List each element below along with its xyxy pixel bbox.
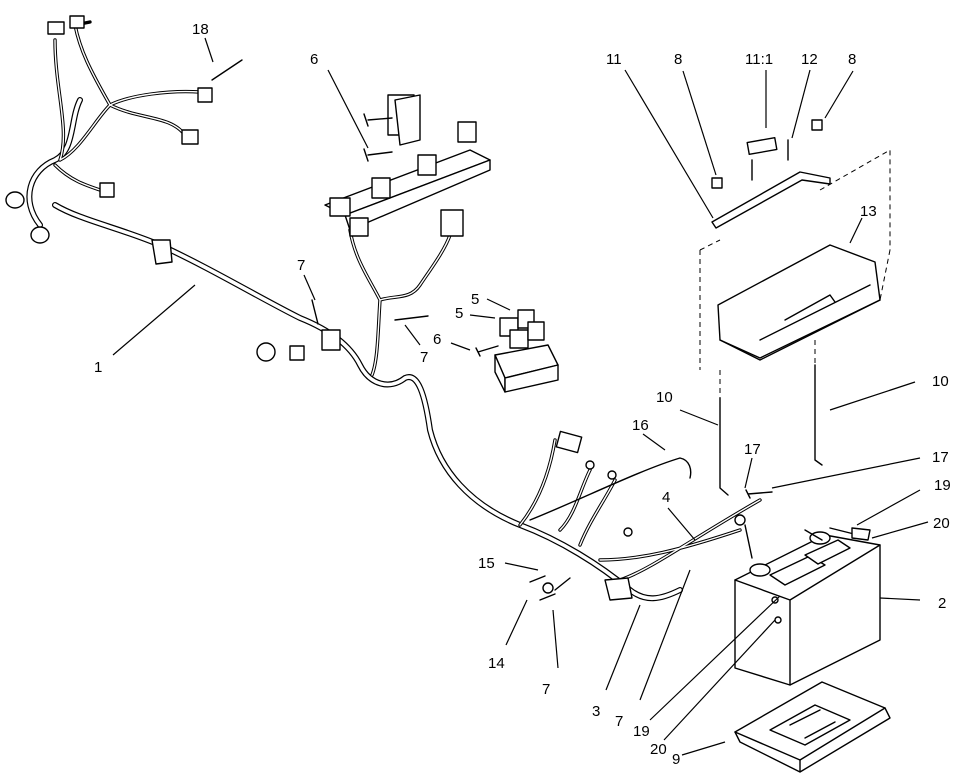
callout-labels: 1 2 3 4 5 5 6 6 7 7 7 7 8 8 9 10 10 11 1… (94, 21, 951, 768)
callout-20b: 20 (650, 741, 667, 758)
battery-tray (734, 681, 891, 773)
callout-4: 4 (662, 489, 670, 506)
cable-tie (311, 299, 319, 325)
callout-7b: 7 (420, 349, 428, 366)
hardware-fasteners (211, 59, 871, 601)
main-wire-harness (5, 15, 762, 602)
relay-bracket-assembly (324, 94, 491, 237)
callout-11: 11 (606, 51, 622, 68)
callout-20a: 20 (933, 515, 950, 532)
callout-15: 15 (478, 555, 495, 572)
callout-14: 14 (488, 655, 505, 672)
callout-7c: 7 (542, 681, 550, 698)
battery-hold-down-assembly (699, 119, 891, 496)
callout-8a: 8 (674, 51, 682, 68)
callout-5a: 5 (471, 291, 479, 308)
callout-16: 16 (632, 417, 649, 434)
callout-6a: 6 (310, 51, 318, 68)
callout-13: 13 (860, 203, 877, 220)
callout-12: 12 (801, 51, 818, 68)
callout-18: 18 (192, 21, 209, 38)
leader-lines (112, 37, 929, 756)
callout-19b: 19 (633, 723, 650, 740)
callout-11-1: 11:1 (745, 51, 773, 68)
callout-10b: 10 (932, 373, 949, 390)
fuse-block-relays (394, 309, 559, 393)
callout-10a: 10 (656, 389, 673, 406)
callout-1: 1 (94, 359, 102, 376)
callout-2: 2 (938, 595, 946, 612)
callout-17a: 17 (744, 441, 761, 458)
callout-7a: 7 (297, 257, 305, 274)
callout-5b: 5 (455, 305, 463, 322)
callout-9: 9 (672, 751, 680, 768)
callout-3: 3 (592, 703, 600, 720)
callout-6b: 6 (433, 331, 441, 348)
callout-7d: 7 (615, 713, 623, 730)
callout-19a: 19 (934, 477, 951, 494)
callout-8b: 8 (848, 51, 856, 68)
battery (734, 514, 881, 686)
callout-17b: 17 (932, 449, 949, 466)
